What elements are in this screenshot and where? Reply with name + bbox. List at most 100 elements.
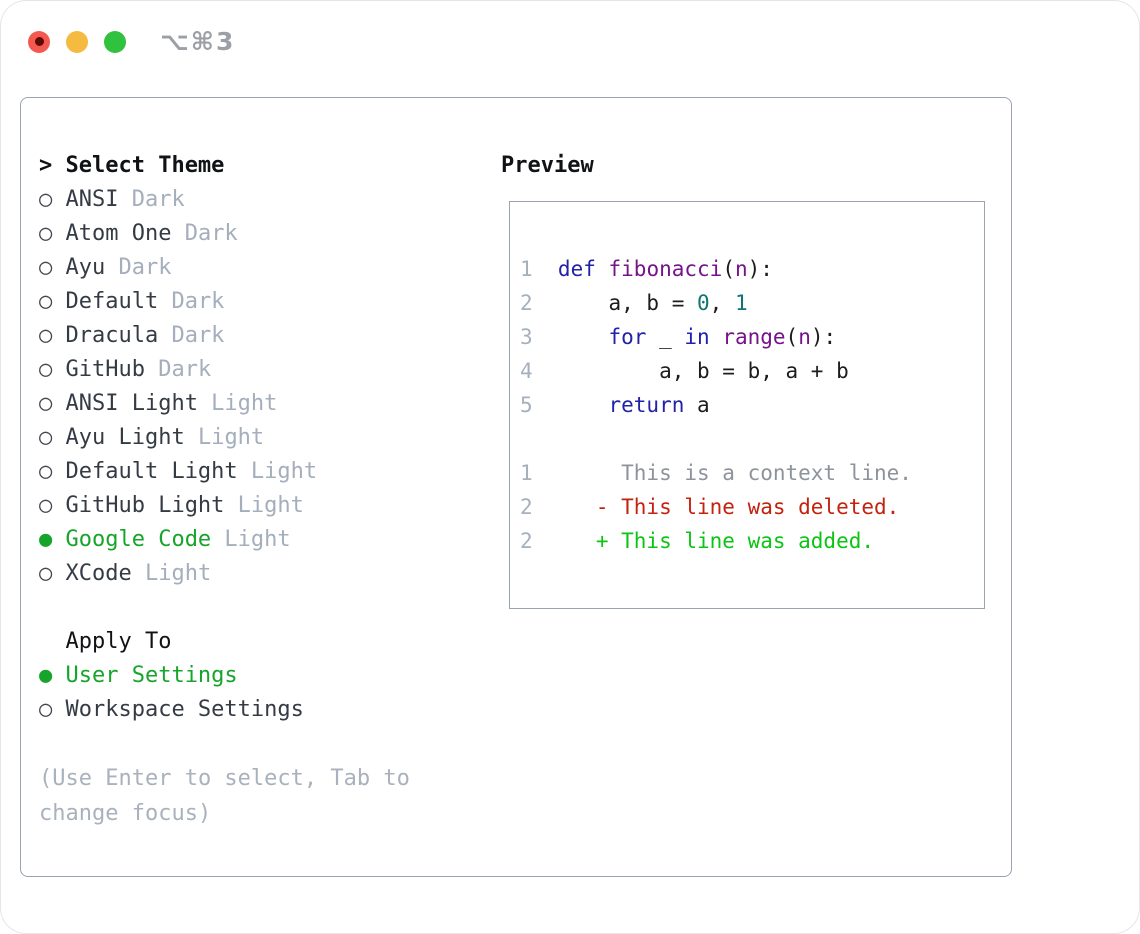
apply-to-header: Apply To <box>39 625 431 659</box>
theme-list: ○ANSI Dark○Atom One Dark○Ayu Dark○Defaul… <box>39 183 431 591</box>
theme-item-dracula-dark[interactable]: ○Dracula Dark <box>39 319 431 353</box>
theme-name: Google Code <box>65 527 212 552</box>
theme-item-github-light-light[interactable]: ○ GitHub Light Light <box>39 489 431 523</box>
code-line: 5 return a <box>520 388 984 422</box>
radio-icon: ○ <box>39 187 53 212</box>
code-token: n <box>734 257 748 281</box>
radio-icon: ○ <box>39 221 53 246</box>
line-number: 5 <box>520 393 533 417</box>
code-line: 2 a, b = 0, 1 <box>520 286 984 320</box>
hint-text: (Use Enter to select, Tab to change focu… <box>39 766 410 826</box>
theme-name: GitHub <box>65 357 145 382</box>
theme-item-atom-one-dark[interactable]: ○ Atom One Dark <box>39 217 431 251</box>
theme-variant: Dark <box>158 323 225 348</box>
code-token: 0 <box>697 291 710 315</box>
zoom-button[interactable] <box>104 30 126 53</box>
radio-icon: ○ <box>39 493 53 518</box>
code-token: range <box>722 325 786 349</box>
theme-item-google-code-light[interactable]: ● Google Code Light <box>39 523 431 557</box>
diff-text: - This line was deleted. <box>557 495 900 519</box>
radio-icon: ○ <box>39 561 53 586</box>
theme-picker-panel: > Select Theme ○ ANSI Dark ○ Atom One Dark ○ A… <box>20 97 1012 877</box>
diff-line-context: 1 This is a context line. <box>520 456 984 490</box>
line-number: 1 <box>520 461 533 485</box>
theme-variant: Light <box>211 527 291 552</box>
code-token: _ <box>646 325 685 349</box>
line-number: 2 <box>520 529 533 553</box>
theme-name: ANSI <box>65 187 119 212</box>
theme-variant: Light <box>131 561 212 586</box>
theme-name: Dracula <box>65 323 159 348</box>
code-token: ( <box>785 325 799 349</box>
theme-name: Ayu <box>65 255 106 280</box>
theme-variant: Dark <box>158 289 225 314</box>
line-number: 3 <box>520 325 533 349</box>
apply-option-workspace-settings[interactable]: ○Workspace Settings <box>39 693 431 727</box>
code-token: return <box>608 393 685 417</box>
code-token: , <box>709 291 735 315</box>
close-button[interactable] <box>28 30 50 53</box>
theme-item-ayu-dark[interactable]: ○Ayu Dark <box>39 251 431 285</box>
theme-variant: Light <box>184 425 265 450</box>
radio-selected-icon: ● <box>39 663 53 688</box>
theme-variant: Dark <box>144 357 212 382</box>
radio-icon: ○ <box>39 425 53 450</box>
code-token <box>710 325 723 349</box>
theme-variant: Dark <box>171 221 238 246</box>
radio-icon: ○ <box>39 459 53 484</box>
spacer <box>39 591 431 625</box>
code-token <box>596 257 609 281</box>
line-number: 4 <box>520 359 533 383</box>
code-token: fibonacci <box>608 257 723 281</box>
line-number: 2 <box>520 291 533 315</box>
theme-item-ansi-light-light[interactable]: ○ANSI Light Light <box>39 387 431 421</box>
diff-text: + This line was added. <box>557 529 874 553</box>
radio-selected-icon: ● <box>39 527 53 552</box>
apply-to-list: ● User Settings ○Workspace Settings <box>39 659 431 727</box>
theme-variant: Light <box>237 459 318 484</box>
code-token <box>558 325 609 349</box>
theme-name: ANSI Light <box>65 391 198 416</box>
theme-name: Ayu Light <box>65 425 185 450</box>
code-token: ): <box>747 257 773 281</box>
radio-icon: ○ <box>39 289 53 314</box>
code-token: for <box>608 325 647 349</box>
diff-line-added: 2 + This line was added. <box>520 524 984 558</box>
theme-item-xcode-light[interactable]: ○XCode Light <box>39 557 431 591</box>
theme-item-default-dark[interactable]: ○Default Dark <box>39 285 431 319</box>
code-token: a <box>684 393 710 417</box>
code-token: in <box>684 325 710 349</box>
left-column: > Select Theme ○ ANSI Dark ○ Atom One Dark ○ A… <box>39 149 431 831</box>
theme-name: Default Light <box>65 459 238 484</box>
theme-item-ansi-dark[interactable]: ○ANSI Dark <box>39 183 431 217</box>
cursor-marker-icon: > <box>39 153 53 178</box>
diff-preview: 1 This is a context line. 2 - This line w… <box>520 456 984 558</box>
diff-text: This is a context line. <box>557 461 912 485</box>
titlebar: ⌥⌘3 <box>28 27 235 56</box>
theme-name: GitHub Light <box>65 493 225 518</box>
apply-option-label: User Settings <box>65 663 238 688</box>
select-theme-title: Select Theme <box>65 153 225 178</box>
code-token: a, b = <box>557 291 697 315</box>
radio-icon: ○ <box>39 255 53 280</box>
minimize-button[interactable] <box>66 30 88 53</box>
code-token: ): <box>810 325 837 349</box>
select-theme-header: > Select Theme <box>39 149 431 183</box>
blank-line <box>520 422 984 456</box>
line-number: 2 <box>520 495 533 519</box>
theme-item-default-light-light[interactable]: ○ Default Light Light <box>39 455 431 489</box>
code-token: def <box>557 257 596 281</box>
code-token: ( <box>722 257 735 281</box>
apply-option-user-settings[interactable]: ● User Settings <box>39 659 431 693</box>
theme-variant: Light <box>224 493 304 518</box>
theme-item-ayu-light-light[interactable]: ○ Ayu Light Light <box>39 421 431 455</box>
theme-item-github-dark[interactable]: ○GitHub Dark <box>39 353 431 387</box>
radio-icon: ○ <box>39 391 53 416</box>
code-line: 4 a, b = b, a + b <box>520 354 984 388</box>
code-line: 3 for _ in range(n): <box>520 320 984 354</box>
theme-name: Atom One <box>65 221 172 246</box>
keyboard-shortcut-label: ⌥⌘3 <box>160 27 236 56</box>
